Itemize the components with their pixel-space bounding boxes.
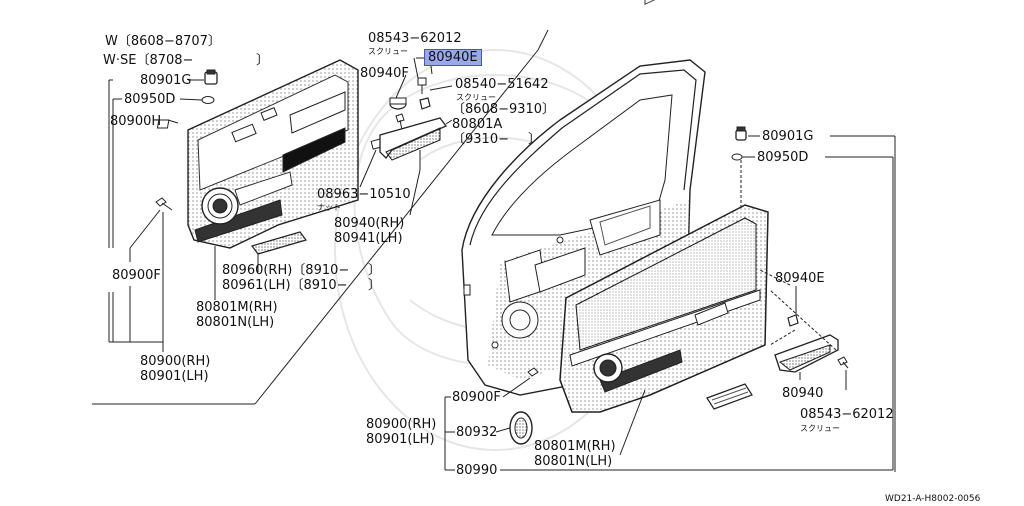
center-small-parts: [359, 57, 453, 216]
right-leader-lines: [740, 160, 837, 351]
part-label-80901-lh-right[interactable]: 80901(LH): [366, 432, 435, 447]
right-small-parts: [509, 126, 849, 445]
part-label-80801N-lh-right[interactable]: 80801N(LH): [534, 454, 613, 469]
part-label-80940-rh[interactable]: 80940(RH): [334, 216, 405, 231]
variant-label-w: W〔8608−8707〕: [105, 34, 221, 49]
range-9310-close: 〕: [528, 132, 542, 147]
part-label-80901-lh-left[interactable]: 80901(LH): [140, 369, 209, 384]
range-9310: 〔9310−: [452, 132, 509, 147]
part-label-80961-lh[interactable]: 80961(LH)〔8910−: [222, 278, 348, 293]
part-label-08540[interactable]: 08540−51642: [455, 77, 549, 92]
part-label-80901G-left[interactable]: 80901G: [140, 73, 192, 88]
part-label-80801M-rh-left[interactable]: 80801M(RH): [196, 300, 278, 315]
range-8608-9310: 〔8608−9310〕: [452, 102, 556, 117]
range-close-80960: 〕: [368, 263, 382, 278]
part-label-08543-right[interactable]: 08543−62012: [800, 407, 894, 422]
inset-divider: [92, 29, 549, 405]
part-label-08963[interactable]: 08963−10510: [317, 187, 411, 202]
variant-label-close: 〕: [256, 53, 270, 68]
screw-note-top: スクリュー: [368, 47, 408, 56]
part-label-80941-lh[interactable]: 80941(LH): [334, 231, 403, 246]
range-close-80961: 〕: [368, 278, 382, 293]
part-label-08543-top[interactable]: 08543−62012: [368, 31, 462, 46]
part-label-80900H-left[interactable]: 80900H: [110, 114, 162, 129]
part-label-80960-rh[interactable]: 80960(RH)〔8910−: [222, 263, 350, 278]
part-label-80940F[interactable]: 80940F: [360, 66, 409, 81]
left-small-parts: [155, 69, 307, 255]
part-label-80901G-right[interactable]: 80901G: [762, 129, 814, 144]
part-label-80950D-left[interactable]: 80950D: [124, 92, 176, 107]
diagram-code: WD21-A-H8002-0056: [885, 494, 981, 504]
part-label-80900F-left[interactable]: 80900F: [112, 268, 161, 283]
nut-note: ナット: [317, 203, 341, 212]
part-label-80801M-rh-right[interactable]: 80801M(RH): [534, 439, 616, 454]
screw-note-mid: スクリュー: [456, 93, 496, 102]
part-label-80990[interactable]: 80990: [456, 463, 498, 478]
part-label-80801A[interactable]: 80801A: [452, 117, 503, 132]
part-label-80940-right[interactable]: 80940: [782, 386, 824, 401]
part-label-80900-rh-right[interactable]: 80900(RH): [366, 417, 437, 432]
screw-note-right: スクリュー: [800, 424, 840, 433]
part-label-80950D-right[interactable]: 80950D: [757, 150, 809, 165]
part-label-80801N-lh-left[interactable]: 80801N(LH): [196, 315, 275, 330]
part-label-80932[interactable]: 80932: [456, 425, 498, 440]
right-door-trim-panel: [559, 0, 769, 413]
variant-label-w-se: W·SE〔8708−: [103, 53, 194, 68]
part-label-80940E-right[interactable]: 80940E: [775, 271, 825, 286]
part-label-80900-rh-left[interactable]: 80900(RH): [140, 354, 211, 369]
left-door-trim-panel: [187, 59, 359, 249]
left-leader-lines: [108, 79, 259, 352]
part-label-80940E-highlighted[interactable]: 80940E: [424, 49, 482, 66]
part-label-80900F-right[interactable]: 80900F: [452, 390, 501, 405]
right-leader-solid: [444, 135, 896, 472]
